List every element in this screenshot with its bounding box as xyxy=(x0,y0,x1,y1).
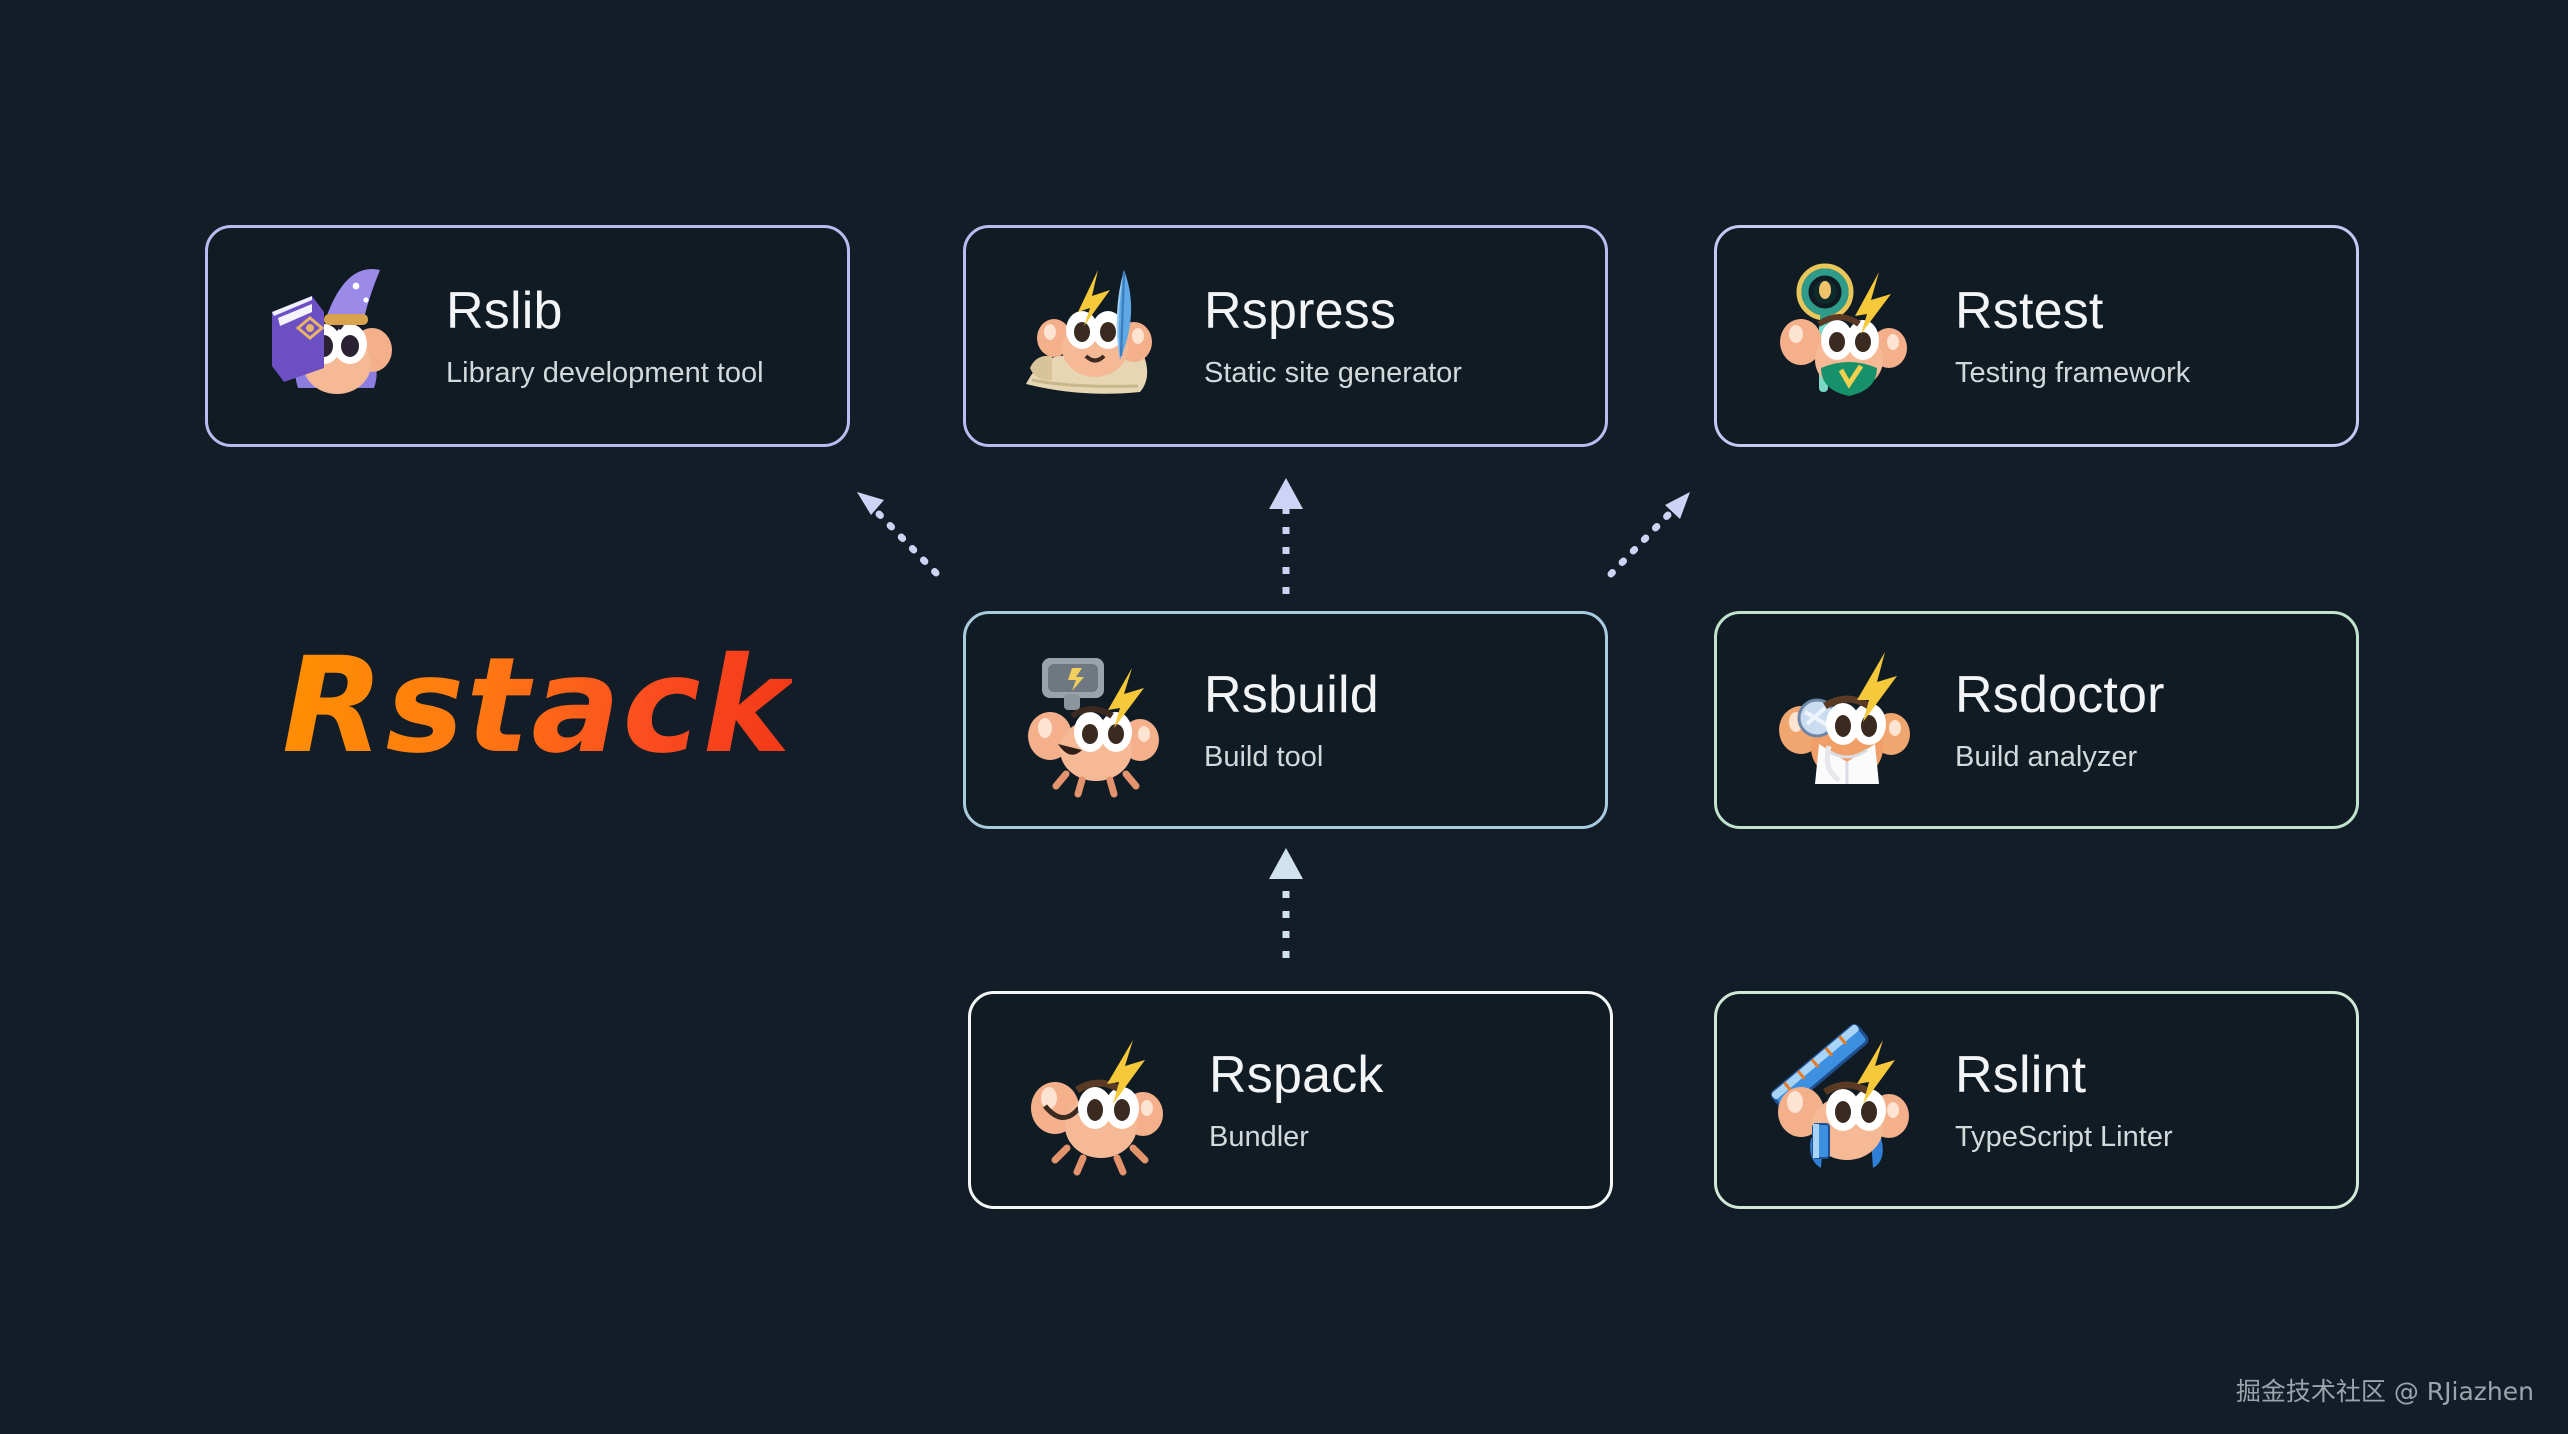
card-rslint[interactable]: Rslint TypeScript Linter xyxy=(1714,991,2359,1209)
card-rslint-subtitle: TypeScript Linter xyxy=(1955,1120,2173,1153)
rsdoctor-stethoscope-mascot-icon xyxy=(1763,640,1923,800)
card-rslib[interactable]: Rslib Library development tool xyxy=(205,225,850,447)
card-rsdoctor-title: Rsdoctor xyxy=(1955,665,2165,724)
rstack-logo: Rstack xyxy=(282,629,793,783)
rslint-ruler-mascot-icon xyxy=(1763,1020,1923,1180)
card-rstest-text: Rstest Testing framework xyxy=(1933,285,2190,388)
rsbuild-hammer-mascot-icon xyxy=(1012,640,1172,800)
card-rsbuild-title: Rsbuild xyxy=(1204,665,1379,724)
card-rstest-title: Rstest xyxy=(1955,281,2104,340)
watermark: 掘金技术社区 @ RJiazhen xyxy=(2235,1377,2534,1406)
card-rstest-subtitle: Testing framework xyxy=(1955,356,2191,389)
card-rspack-title: Rspack xyxy=(1209,1045,1384,1104)
card-rsbuild[interactable]: Rsbuild Build tool xyxy=(963,611,1608,829)
arrow-rsbuild-to-rspress xyxy=(1269,478,1303,594)
card-rspress-text: Rspress Static site generator xyxy=(1182,285,1462,388)
arrow-rsbuild-to-rstest xyxy=(1607,492,1690,578)
rslib-wizard-mascot-icon xyxy=(254,256,414,416)
card-rslib-subtitle: Library development tool xyxy=(446,356,764,389)
arrow-rspack-to-rsbuild xyxy=(1269,848,1303,958)
card-rsbuild-subtitle: Build tool xyxy=(1204,740,1324,773)
card-rslib-text: Rslib Library development tool xyxy=(424,285,764,388)
card-rspress[interactable]: Rspress Static site generator xyxy=(963,225,1608,447)
card-rspack-text: Rspack Bundler xyxy=(1187,1049,1384,1152)
card-rspress-subtitle: Static site generator xyxy=(1204,356,1462,389)
card-rspack-subtitle: Bundler xyxy=(1209,1120,1309,1153)
rspress-quill-mascot-icon xyxy=(1012,256,1172,416)
card-rsdoctor[interactable]: Rsdoctor Build analyzer xyxy=(1714,611,2359,829)
card-rslint-title: Rslint xyxy=(1955,1045,2087,1104)
card-rspack[interactable]: Rspack Bundler xyxy=(968,991,1613,1209)
card-rstest[interactable]: Rstest Testing framework xyxy=(1714,225,2359,447)
card-rspress-title: Rspress xyxy=(1204,281,1397,340)
card-rslib-title: Rslib xyxy=(446,281,563,340)
rstest-magnifier-mascot-icon xyxy=(1763,256,1923,416)
card-rsdoctor-subtitle: Build analyzer xyxy=(1955,740,2138,773)
rspack-mascot-icon xyxy=(1017,1020,1177,1180)
arrow-rsbuild-to-rslib xyxy=(857,492,940,577)
card-rsbuild-text: Rsbuild Build tool xyxy=(1182,669,1379,772)
card-rslint-text: Rslint TypeScript Linter xyxy=(1933,1049,2173,1152)
card-rsdoctor-text: Rsdoctor Build analyzer xyxy=(1933,669,2165,772)
